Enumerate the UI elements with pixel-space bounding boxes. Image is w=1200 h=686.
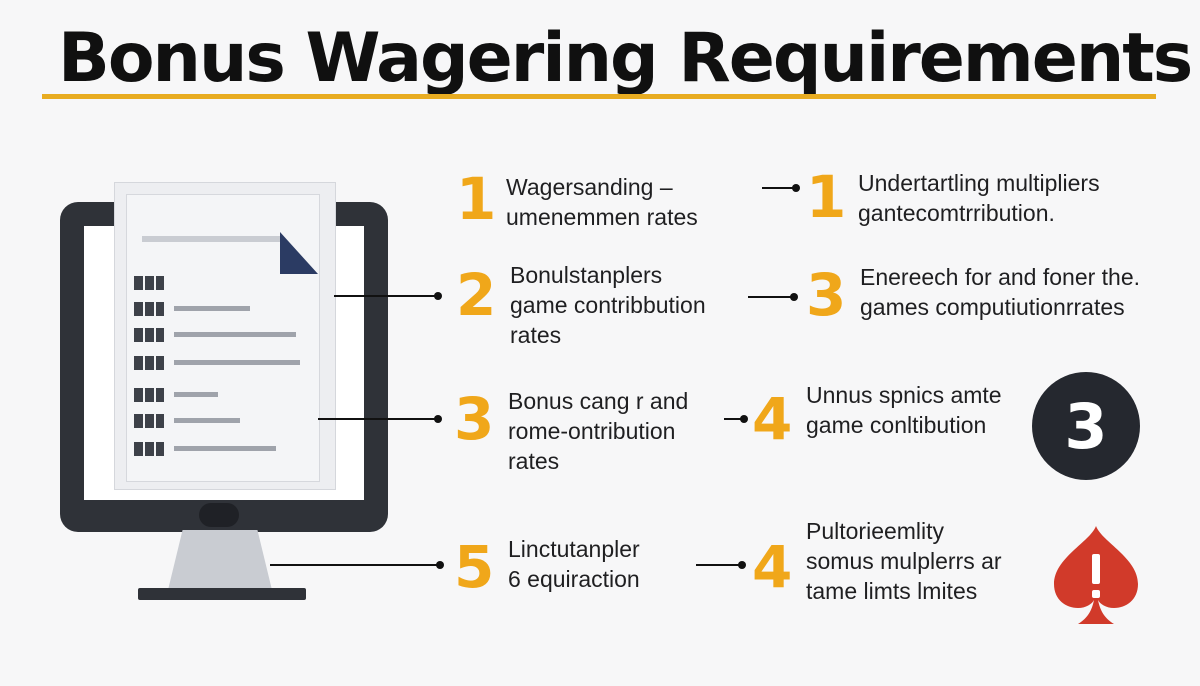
connector-arrow [724,415,748,423]
monitor-button [199,503,239,527]
step-text: Enereech for and foner the. games comput… [860,264,1141,320]
step-text: Unnus spnics amte game conltibution [806,382,1002,438]
document-row [134,328,304,342]
connector-arrow [334,292,442,300]
step-text: Bonulstanplers game contribbution rates [510,262,706,348]
step-number: 3 [454,385,495,453]
connector-arrow [762,184,800,192]
monitor-base [138,588,306,600]
connector-arrow [696,561,746,569]
monitor-stand [168,530,272,590]
step-number: 5 [454,533,495,601]
document-row [134,414,294,428]
document-header-bar [142,236,280,242]
step-text: Linctutanpler 6 equiraction [508,536,640,592]
document-row [134,442,304,456]
connector-arrow [318,415,442,423]
title-underline [42,94,1156,99]
step-number: 3 [806,261,847,329]
document-row [134,388,284,402]
step-number: 1 [456,165,497,233]
document-row [134,302,294,316]
connector-arrow [270,561,444,569]
connector-arrow [748,293,798,301]
step-number: 4 [752,385,793,453]
step-text: Undertartling multipliers gantecomtrribu… [858,170,1100,226]
document-row [134,276,174,290]
document-row [134,356,314,370]
step-text: Wagersanding – umenemmen rates [506,174,698,230]
number-badge-icon: 3 [1032,372,1140,480]
step-text: Pultorieemlity somus mulplerrs ar tame l… [806,518,1002,604]
page-title: Bonus Wagering Requirements [58,19,1193,98]
step-number: 1 [806,163,847,231]
step-number: 2 [456,261,497,329]
warning-spade-icon [1054,526,1138,624]
step-text: Bonus cang r and rome-ontribution rates [508,388,689,474]
step-number: 4 [752,533,793,601]
